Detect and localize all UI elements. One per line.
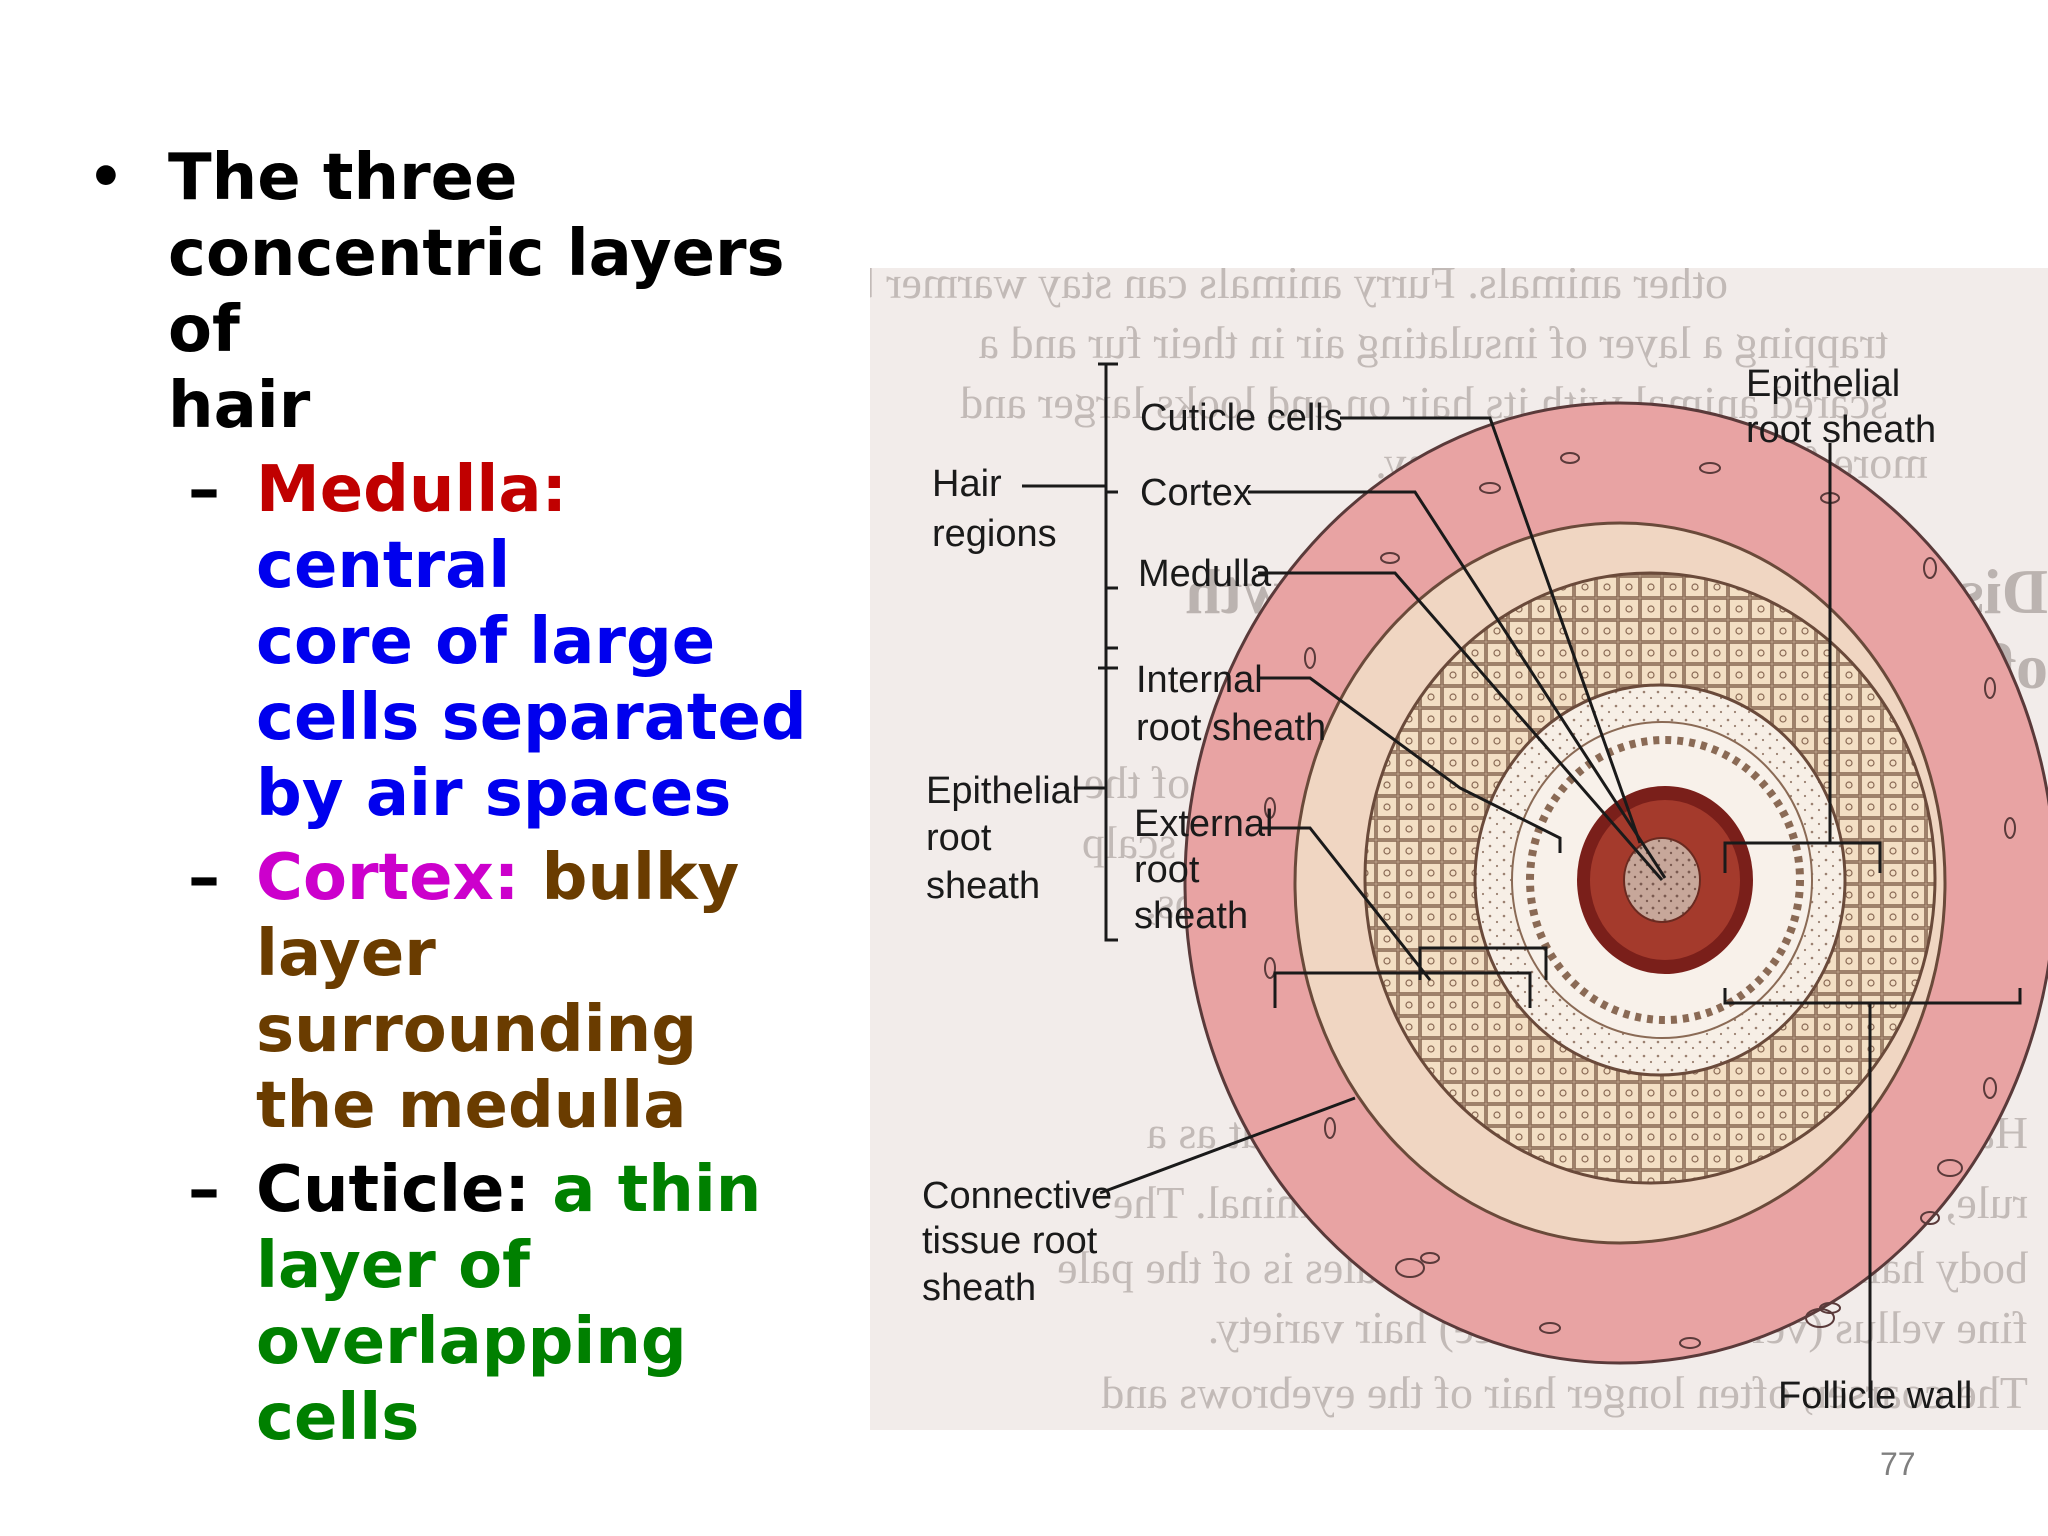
bullet-line-3: hair [168, 369, 311, 443]
main-bullet: • The three concentric layers of hair [80, 140, 840, 444]
slide-text: • The three concentric layers of hair – … [80, 140, 840, 1456]
bullet-line-1: The three [168, 141, 518, 215]
desc-line: bulky [541, 841, 740, 915]
desc-line: core of large [256, 605, 716, 679]
cuticle-cells-ring [1526, 736, 1804, 1024]
svg-text:trapping a layer of insulating: trapping a layer of insulating air in th… [979, 317, 1888, 368]
epithelial-root-sheath-bracket [1074, 646, 1118, 942]
label-external-root-sheath: External [1134, 803, 1273, 845]
label-external-root-sheath: sheath [1134, 895, 1248, 937]
term-medulla: Medulla: [256, 453, 568, 527]
figure-labels: Hair regions Cuticle cells Cortex Medull… [922, 363, 1972, 1417]
desc-line: layer surrounding [256, 917, 697, 1067]
desc-line: by air spaces [256, 757, 732, 831]
page-number: 77 [1880, 1446, 1916, 1482]
svg-text:other animals. Furry animals c: other animals. Furry animals can stay wa… [870, 268, 1728, 308]
label-internal-root-sheath: Internal [1136, 659, 1263, 701]
label-epithelial-root-sheath: sheath [926, 865, 1040, 907]
hair-follicle-diagram: other animals. Furry animals can stay wa… [829, 257, 2048, 1430]
label-epithelial-root-sheath-top: root sheath [1746, 409, 1936, 451]
follicle-cross-section [1183, 401, 2048, 1365]
label-follicle-wall: Follicle wall [1778, 1375, 1972, 1417]
desc-line: a thin [552, 1153, 762, 1227]
label-hair-regions: regions [932, 513, 1057, 555]
leader-lines [1099, 416, 1872, 1398]
label-connective-tissue-root-sheath: tissue root [922, 1220, 1098, 1262]
dash: – [188, 841, 220, 915]
hair-follicle-figure: other animals. Furry animals can stay wa… [829, 257, 2048, 1430]
sub-item-medulla: – Medulla: central core of large cells s… [80, 452, 840, 832]
label-medulla: Medulla [1138, 553, 1272, 595]
svg-text:The coarser, often longer hair: The coarser, often longer hair of the ey… [1101, 1367, 2028, 1418]
desc-line: overlapping cells [256, 1305, 687, 1455]
dash: – [188, 453, 220, 527]
term-cortex: Cortex: [256, 841, 520, 915]
desc-line: layer of [256, 1229, 530, 1303]
label-connective-tissue-root-sheath: Connective [922, 1175, 1112, 1217]
label-connective-tissue-root-sheath: sheath [922, 1267, 1036, 1309]
highlight-brackets [1273, 841, 2022, 1008]
term-cuticle: Cuticle: [256, 1153, 530, 1227]
label-external-root-sheath: root [1134, 849, 1200, 891]
label-epithelial-root-sheath-top: Epithelial [1746, 363, 1900, 405]
dash: – [188, 1153, 220, 1227]
hair-regions-bracket [1022, 362, 1118, 670]
sub-item-cortex: – Cortex: bulky layer surrounding the me… [80, 840, 840, 1144]
bullet-line-2: concentric layers of [168, 217, 785, 367]
bullet-dot: • [88, 145, 124, 210]
desc-line: the medulla [256, 1069, 687, 1143]
desc-line: central [256, 529, 511, 603]
label-hair-regions: Hair [932, 463, 1002, 505]
connective-tissue-nuclei [1264, 452, 2016, 1349]
desc-line: cells separated [256, 681, 807, 755]
label-epithelial-root-sheath: Epithelial [926, 770, 1080, 812]
label-cortex: Cortex [1140, 472, 1252, 514]
label-internal-root-sheath: root sheath [1136, 707, 1326, 749]
label-cuticle-cells: Cuticle cells [1140, 397, 1343, 439]
label-epithelial-root-sheath: root [926, 817, 992, 859]
sub-item-cuticle: – Cuticle: a thin layer of overlapping c… [80, 1152, 840, 1456]
